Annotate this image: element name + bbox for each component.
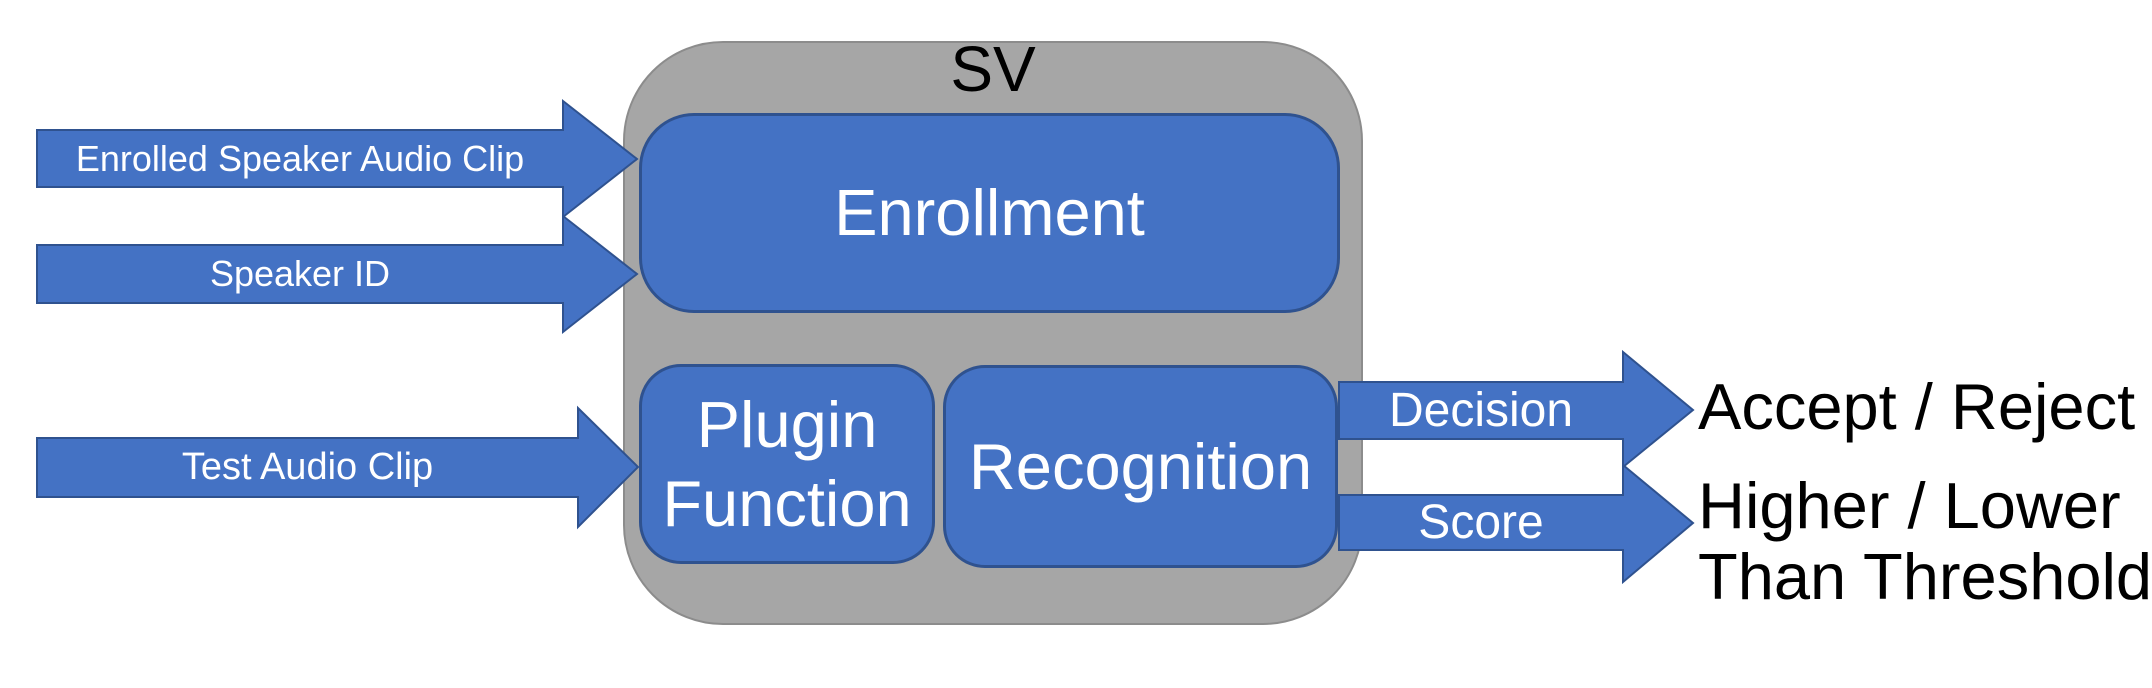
plugin-function-label: Plugin Function xyxy=(662,387,912,540)
score-result-text: Higher / Lower Than Threshold xyxy=(1698,470,2152,612)
enrollment-block: Enrollment xyxy=(639,113,1340,313)
input-label-test-audio: Test Audio Clip xyxy=(181,446,434,488)
output-label-score: Score xyxy=(1418,496,1544,549)
score-result-line-1: Higher / Lower xyxy=(1698,469,2121,542)
input-label-speaker-id: Speaker ID xyxy=(209,253,391,294)
sv-container-title: SV xyxy=(950,33,1036,105)
recognition-block: Recognition xyxy=(943,365,1338,568)
decision-result-text: Accept / Reject xyxy=(1698,370,2136,443)
input-label-enrolled-audio: Enrolled Speaker Audio Clip xyxy=(75,137,525,179)
plugin-function-block: Plugin Function xyxy=(639,364,935,564)
output-label-decision: Decision xyxy=(1388,384,1574,437)
score-result-line-2: Than Threshold xyxy=(1698,540,2152,613)
enrollment-label: Enrollment xyxy=(834,176,1145,250)
recognition-label: Recognition xyxy=(968,429,1313,503)
